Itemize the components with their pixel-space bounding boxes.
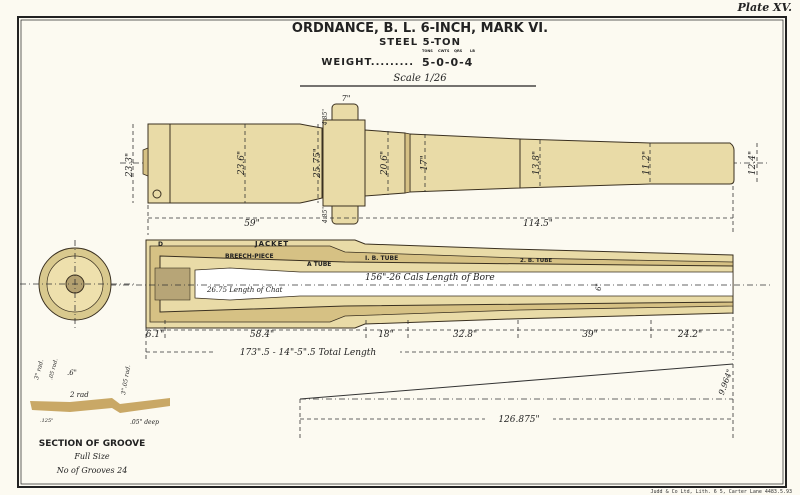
groove-size: Full Size: [73, 452, 110, 461]
title: ORDNANCE, B. L. 6-INCH, MARK VI.: [292, 21, 548, 36]
weight-label: WEIGHT.........: [321, 57, 414, 68]
plate-frame: [17, 16, 787, 488]
subtitle: STEEL 5-TON: [379, 37, 461, 48]
dim-section: 58.4": [250, 330, 274, 340]
groove-dim: 3" rad.: [33, 359, 45, 381]
groove-profile: [30, 398, 170, 413]
weight-value: 5-0-0-4: [422, 56, 473, 69]
breech-screw: [154, 267, 191, 301]
groove-dim: .05" deep: [130, 419, 159, 426]
groove-title: SECTION OF GROOVE: [39, 439, 145, 449]
breech-hole: [152, 189, 162, 199]
bore: [194, 267, 734, 301]
dim-muzzle-dia: 12.4": [748, 151, 758, 175]
groove-dim: .125": [40, 418, 53, 424]
breech-end-view: [20, 240, 135, 330]
rifling-diagram: [299, 363, 734, 440]
section-dim-lines: [145, 310, 734, 360]
label-a-tube: A TUBE: [307, 261, 331, 268]
label-ib-tube: I. B. TUBE: [365, 255, 398, 262]
dim-body-dia: 23.6": [237, 151, 247, 176]
dim-muzzle-swell-dia: 11.2": [642, 151, 652, 175]
plate-frame-inner: [20, 19, 784, 485]
printer-imprint: Judd & Co Ltd, Lith. 6 5, Carter Lane 44…: [651, 489, 792, 495]
dim-section: 18": [378, 330, 394, 340]
dim-trunnion-width: 7": [342, 94, 351, 103]
dim-section: 39": [582, 330, 598, 340]
rifling-length: 126.875": [498, 415, 539, 425]
gun-exterior: [120, 103, 770, 235]
label-bore-dia: 6": [595, 283, 603, 291]
dim-trunnion-dia: 25.75": [313, 148, 323, 179]
label-jacket: JACKET: [254, 240, 289, 248]
dim-section: 24.2": [677, 330, 702, 340]
weight-unit: QRS: [454, 49, 463, 53]
groove-dim: .05 rad.: [48, 358, 59, 381]
groove-count: No of Grooves 24: [56, 466, 128, 475]
dim-ring-dia: 20.6": [380, 151, 390, 176]
gun-section: [110, 239, 770, 329]
dim-chase2-dia: 13.8": [532, 151, 542, 175]
dim-trunnion-bottom: 4.85": [322, 207, 329, 224]
dim-breech-dia: 23.3": [125, 153, 135, 178]
plate-number: Plate XV.: [737, 1, 793, 14]
dim-len-59: 59": [244, 219, 260, 229]
dim-trunnion-top: 4.85": [322, 109, 329, 126]
weight-unit: CWTS: [438, 49, 450, 53]
label-bore: 156"-26 Cals Length of Bore: [365, 273, 495, 283]
dim-section: 32.8": [453, 330, 477, 340]
groove-dim: 2 rad: [69, 391, 89, 399]
label-chamber: 26.75 Length of Chat: [206, 286, 283, 294]
rifling-twist: 9.964": [717, 368, 735, 396]
groove-dim: 3".05 rad.: [120, 364, 132, 395]
weight-unit: TONS: [422, 49, 433, 53]
scale: Scale 1/26: [393, 73, 447, 84]
dim-len-114: 114.5": [523, 219, 553, 229]
weight-unit: LB: [470, 49, 475, 53]
dim-section: 6.1": [146, 330, 164, 340]
groove-dim: .6": [67, 369, 77, 377]
total-length: 173".5 - 14"-5".5 Total Length: [240, 348, 376, 358]
dim-chase-dia: 17": [420, 155, 430, 171]
label-breech-piece: BREECH-PIECE: [225, 253, 274, 260]
label-d: D: [158, 241, 163, 248]
label-2b-tube: 2. B. TUBE: [520, 258, 552, 264]
